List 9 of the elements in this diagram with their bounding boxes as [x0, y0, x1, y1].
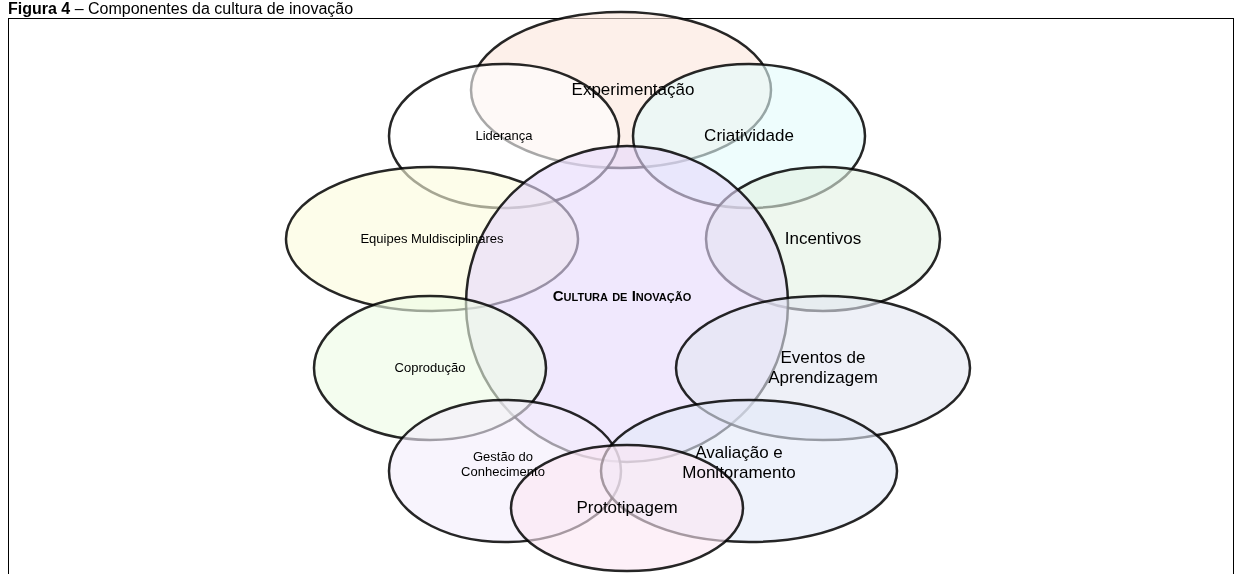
ellipse-label: Cultura de Inovação	[551, 287, 693, 305]
ellipse-label: Incentivos	[783, 229, 863, 249]
ellipse	[312, 294, 548, 442]
figure-title: Figura 4 – Componentes da cultura de inovação	[8, 0, 354, 18]
ellipse-label: Coprodução	[393, 360, 467, 376]
ellipse-label: Criatividade	[703, 126, 795, 146]
ellipse-label: Prototipagem	[575, 498, 679, 518]
ellipse-label: Eventos de Aprendizagem	[767, 348, 879, 388]
ellipse-label: Liderança	[474, 128, 534, 144]
